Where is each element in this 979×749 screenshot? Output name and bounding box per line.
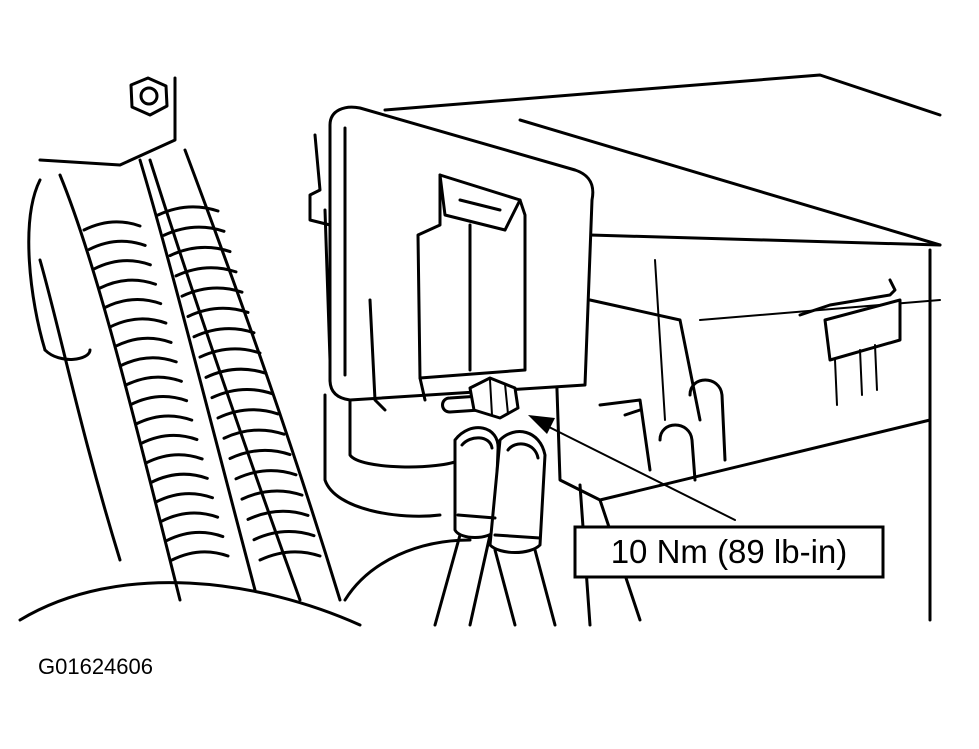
conduit-rib: [165, 530, 225, 543]
conduit-rib: [103, 298, 163, 310]
conduit-rib: [246, 509, 310, 521]
conduit-rib: [160, 511, 220, 523]
conduit-ribs-outer: [156, 205, 322, 562]
conduit-rib: [174, 266, 238, 278]
relay-cover: [308, 105, 595, 518]
figure-id-caption: G01624606: [38, 654, 153, 679]
conduit-rib: [98, 278, 158, 290]
battery-cables: [433, 426, 557, 627]
conduit-rib: [87, 239, 147, 251]
torque-spec-label: 10 Nm (89 lb-in): [611, 533, 848, 570]
conduit-rib: [258, 550, 322, 562]
conduit-rib: [118, 356, 178, 368]
conduit-rib: [82, 220, 142, 232]
conduit-rib: [222, 428, 286, 440]
conduit-rib: [134, 414, 194, 426]
wiring-harness-conduit: [27, 148, 342, 602]
conduit-rib: [252, 530, 316, 542]
conduit-rib: [92, 259, 152, 271]
conduit-rib: [156, 205, 220, 217]
torque-leader-arrow: [528, 415, 736, 521]
conduit-rib: [192, 327, 256, 339]
terminal-stud: [441, 376, 520, 420]
mounting-nut-icon: [129, 76, 169, 117]
conduit-rib: [162, 225, 226, 237]
conduit-rib: [180, 286, 244, 298]
conduit-rib: [234, 469, 298, 481]
conduit-rib: [186, 306, 250, 318]
conduit-rib: [108, 317, 168, 329]
conduit-rib: [129, 395, 189, 407]
conduit-rib: [216, 408, 280, 420]
conduit-rib: [123, 375, 183, 387]
conduit-rib: [154, 492, 214, 504]
conduit-rib: [170, 550, 230, 562]
bulkhead-panel: [38, 76, 177, 167]
conduit-rib: [168, 245, 232, 258]
lower-housing: [18, 538, 472, 627]
conduit-ribs-inner: [82, 220, 230, 562]
conduit-rib: [210, 388, 274, 400]
conduit-rib: [113, 336, 173, 348]
conduit-rib: [149, 472, 209, 484]
conduit-rib: [228, 448, 292, 461]
arrowhead-icon: [528, 415, 555, 434]
conduit-rib: [139, 433, 199, 446]
conduit-rib: [240, 489, 304, 501]
conduit-rib: [204, 367, 268, 379]
conduit-rib: [198, 347, 262, 359]
torque-callout: 10 Nm (89 lb-in): [573, 525, 885, 579]
conduit-rib: [144, 453, 204, 465]
